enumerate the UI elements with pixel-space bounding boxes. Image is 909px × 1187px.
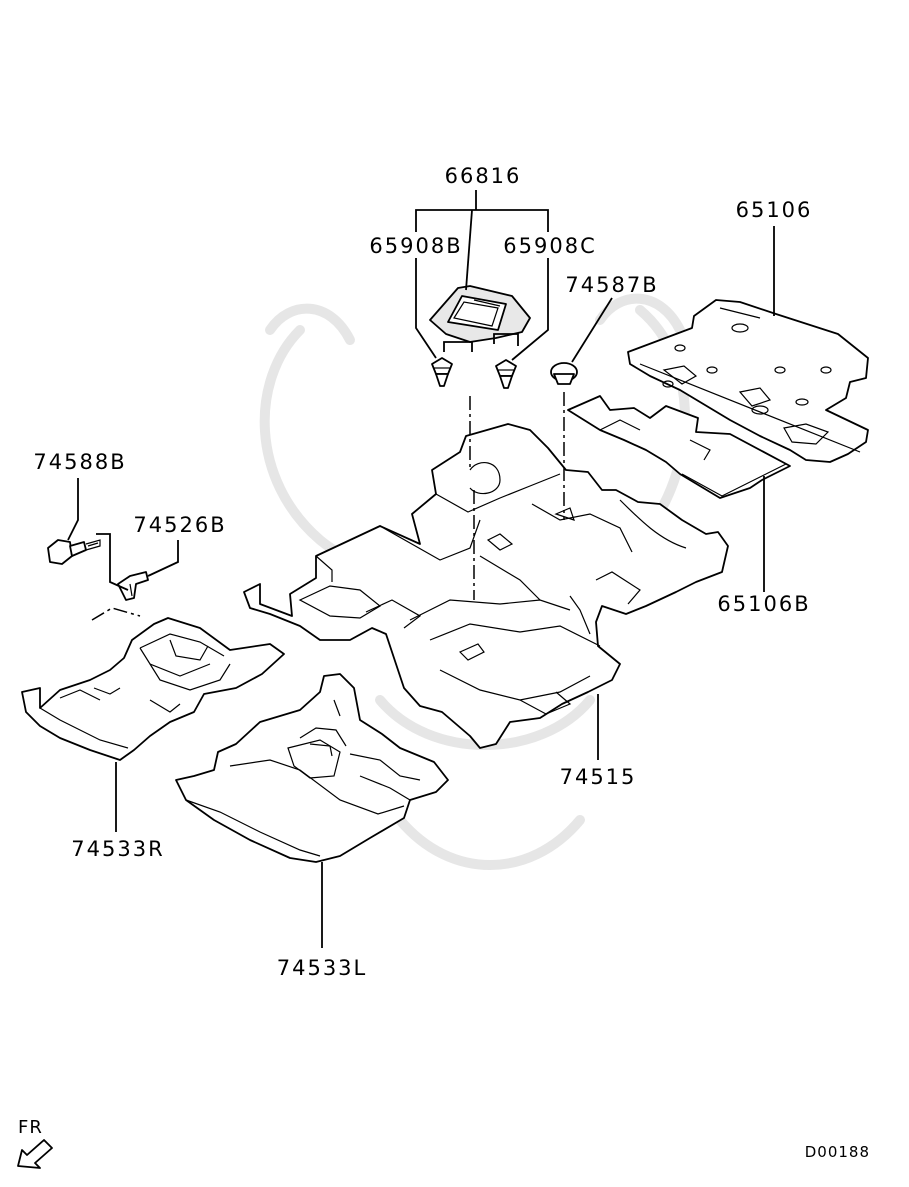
bolt-74588B-part	[47, 539, 101, 565]
rear-floor-mat-65106B-part	[567, 395, 791, 499]
label-74587B: 74587B	[565, 273, 658, 297]
rear-floor-panel-65106-part	[627, 299, 869, 463]
front-mat-74533L-part	[175, 673, 449, 863]
clip-65908C-part	[495, 359, 517, 389]
label-74533L: 74533L	[277, 956, 368, 980]
front-arrow-icon	[17, 1139, 53, 1169]
main-floor-carpet-74515-part	[243, 423, 729, 749]
front-direction-marker: FR	[17, 1117, 53, 1169]
plug-74587B-part	[550, 362, 578, 385]
label-66816: 66816	[445, 164, 522, 188]
clip-65908B-part	[431, 357, 453, 387]
label-74533R: 74533R	[71, 837, 164, 861]
label-74526B: 74526B	[133, 513, 226, 537]
label-74588B: 74588B	[33, 450, 126, 474]
label-65908B: 65908B	[369, 234, 462, 258]
console-plate-part	[429, 285, 531, 343]
leader-lines	[67, 190, 775, 948]
front-label: FR	[18, 1117, 43, 1138]
diagram-code: D00188	[805, 1143, 870, 1161]
bracket-74526B-part	[117, 571, 149, 601]
label-65908C: 65908C	[503, 234, 596, 258]
label-74515: 74515	[560, 765, 637, 789]
label-65106B: 65106B	[717, 592, 810, 616]
front-mat-74533R-part	[21, 617, 285, 761]
label-65106: 65106	[736, 198, 813, 222]
